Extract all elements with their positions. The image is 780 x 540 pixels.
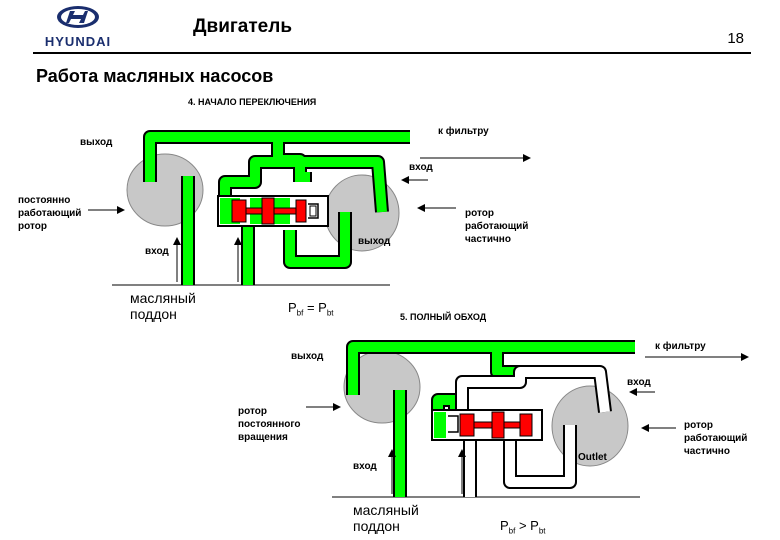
brand-wordmark: HYUNDAI bbox=[45, 34, 111, 49]
outlet-left-label: выход bbox=[80, 137, 113, 148]
diagram-4-start-switching bbox=[88, 130, 531, 286]
page-number: 18 bbox=[727, 30, 744, 47]
relief-valve-spool bbox=[448, 411, 533, 439]
to-filter-label: к фильтру bbox=[438, 126, 489, 137]
partial-rotor-label: ротор работающий частично bbox=[465, 208, 529, 245]
oil-channels bbox=[145, 132, 410, 285]
outlet-left-label: выход bbox=[291, 351, 324, 362]
outlet-right-label: выход bbox=[358, 236, 391, 247]
bypass-channels bbox=[457, 367, 610, 497]
constant-rotor-label: ротор постоянного вращения bbox=[238, 406, 301, 443]
page-title: Двигатель bbox=[193, 16, 292, 37]
outlet-right-label: Outlet bbox=[578, 452, 607, 463]
partial-rotor-label: ротор работающий частично bbox=[684, 420, 748, 457]
diagram-5-heading: 5. ПОЛНЫЙ ОБХОД bbox=[400, 312, 487, 322]
hyundai-logo: HYUNDAI bbox=[45, 6, 111, 49]
oil-pan-label: масляный поддон bbox=[130, 290, 196, 322]
inlet-left-label: вход bbox=[353, 461, 377, 472]
inlet-left-label: вход bbox=[145, 246, 169, 257]
to-filter-label: к фильтру bbox=[655, 341, 706, 352]
header-divider bbox=[33, 52, 751, 54]
inlet-right-label: вход bbox=[409, 162, 433, 173]
constant-rotor-label: постоянно работающий ротор bbox=[18, 195, 82, 232]
diagram-4-heading: 4. НАЧАЛО ПЕРЕКЛЮЧЕНИЯ bbox=[188, 97, 317, 107]
pressure-relation: Pbf > Pbt bbox=[500, 518, 546, 536]
pressure-relation: Pbf = Pbt bbox=[288, 300, 334, 318]
slide-subtitle: Работа масляных насосов bbox=[36, 66, 274, 86]
oil-pan-label: масляный поддон bbox=[353, 502, 419, 534]
relief-valve-spool bbox=[231, 197, 319, 225]
inlet-right-label: вход bbox=[627, 377, 651, 388]
diagram-5-full-bypass bbox=[306, 340, 749, 498]
